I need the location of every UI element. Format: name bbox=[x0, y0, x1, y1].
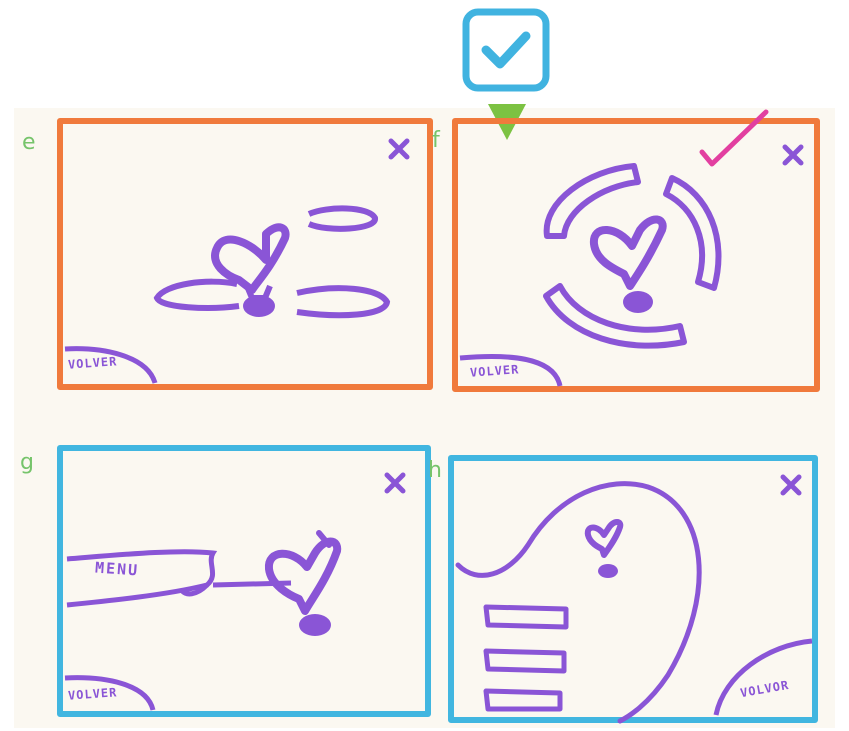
panel-letter-f: f bbox=[432, 130, 440, 152]
checkmark-badge-icon bbox=[462, 8, 550, 100]
panel-letter-g: g bbox=[20, 452, 34, 474]
panel-letter-e: e bbox=[22, 132, 36, 154]
panel-letter-h: h bbox=[428, 460, 442, 482]
menu-label[interactable]: MENU bbox=[94, 558, 139, 579]
